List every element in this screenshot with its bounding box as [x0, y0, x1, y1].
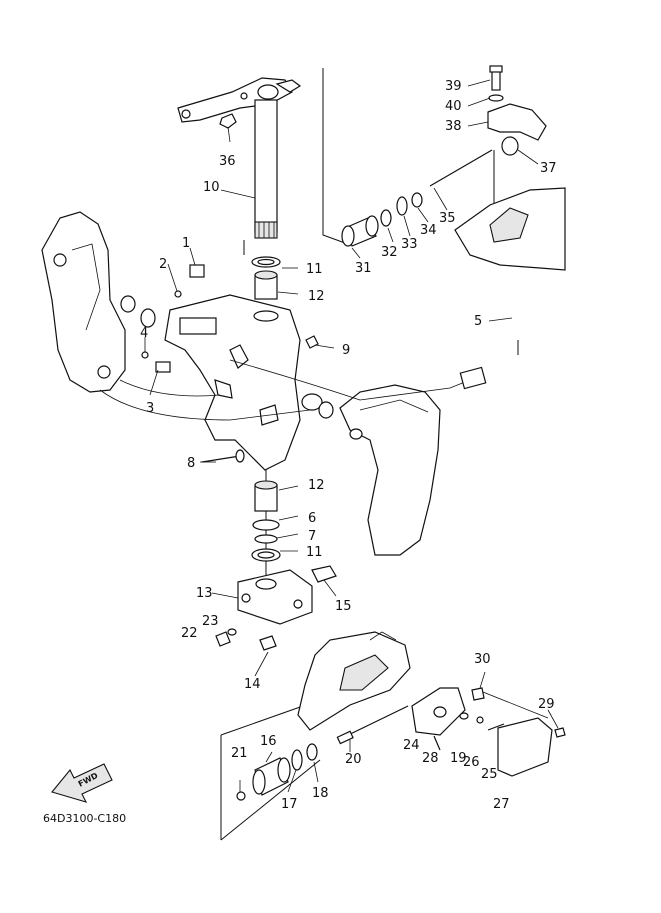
clamp-bracket-left [41, 211, 126, 393]
callout-34: 34 [420, 223, 437, 238]
callout-33: 33 [401, 237, 418, 252]
callout-22: 22 [181, 626, 198, 641]
callout-24: 24 [403, 738, 420, 753]
callout-8: 8 [187, 456, 195, 471]
callout-38: 38 [445, 119, 462, 134]
callout-16: 16 [260, 734, 277, 749]
steering-link [341, 65, 566, 271]
lower-housing [297, 631, 411, 731]
callout-31: 31 [355, 261, 372, 276]
diagram-code: 64D3100-C180 [43, 812, 126, 825]
callout-1: 1 [182, 236, 190, 251]
callout-6: 6 [308, 511, 316, 526]
steering-shaft [177, 77, 302, 239]
callout-2: 2 [159, 257, 167, 272]
callout-12-lower: 12 [308, 478, 325, 493]
callout-10: 10 [203, 180, 220, 195]
callout-numbers: 1 2 3 4 5 6 7 8 9 10 11 11 12 12 13 14 1… [140, 79, 557, 812]
lower-mount [215, 565, 337, 651]
wire-harness [229, 359, 487, 401]
callout-30: 30 [474, 652, 491, 667]
callout-25: 25 [481, 767, 498, 782]
callout-35: 35 [439, 211, 456, 226]
callout-5: 5 [474, 314, 482, 329]
callout-39: 39 [445, 79, 462, 94]
callout-14: 14 [244, 677, 261, 692]
callout-17: 17 [281, 797, 298, 812]
callout-19: 19 [450, 751, 467, 766]
callout-18: 18 [312, 786, 329, 801]
lower-damper [236, 705, 409, 801]
callout-23: 23 [202, 614, 219, 629]
callout-15: 15 [335, 599, 352, 614]
callout-21: 21 [231, 746, 248, 761]
callout-26: 26 [463, 755, 480, 770]
callout-11-upper: 11 [306, 262, 323, 277]
callout-13: 13 [196, 586, 213, 601]
callout-11-lower: 11 [306, 545, 323, 560]
fwd-arrow-icon: FWD [51, 763, 113, 803]
callout-7: 7 [308, 529, 316, 544]
leader-lines [144, 79, 559, 793]
callout-4: 4 [140, 326, 148, 341]
shaft-bushings [251, 256, 281, 562]
callout-9: 9 [342, 343, 350, 358]
callout-12-upper: 12 [308, 289, 325, 304]
callout-37: 37 [540, 161, 557, 176]
callout-27: 27 [493, 797, 510, 812]
callout-28: 28 [422, 751, 439, 766]
callout-32: 32 [381, 245, 398, 260]
callout-40: 40 [445, 99, 462, 114]
rear-mount [411, 687, 566, 777]
swivel-bracket [99, 294, 311, 471]
callout-29: 29 [538, 697, 555, 712]
stern-bracket-right [339, 384, 441, 556]
callout-20: 20 [345, 752, 362, 767]
callout-3: 3 [146, 401, 154, 416]
callout-36: 36 [219, 154, 236, 169]
